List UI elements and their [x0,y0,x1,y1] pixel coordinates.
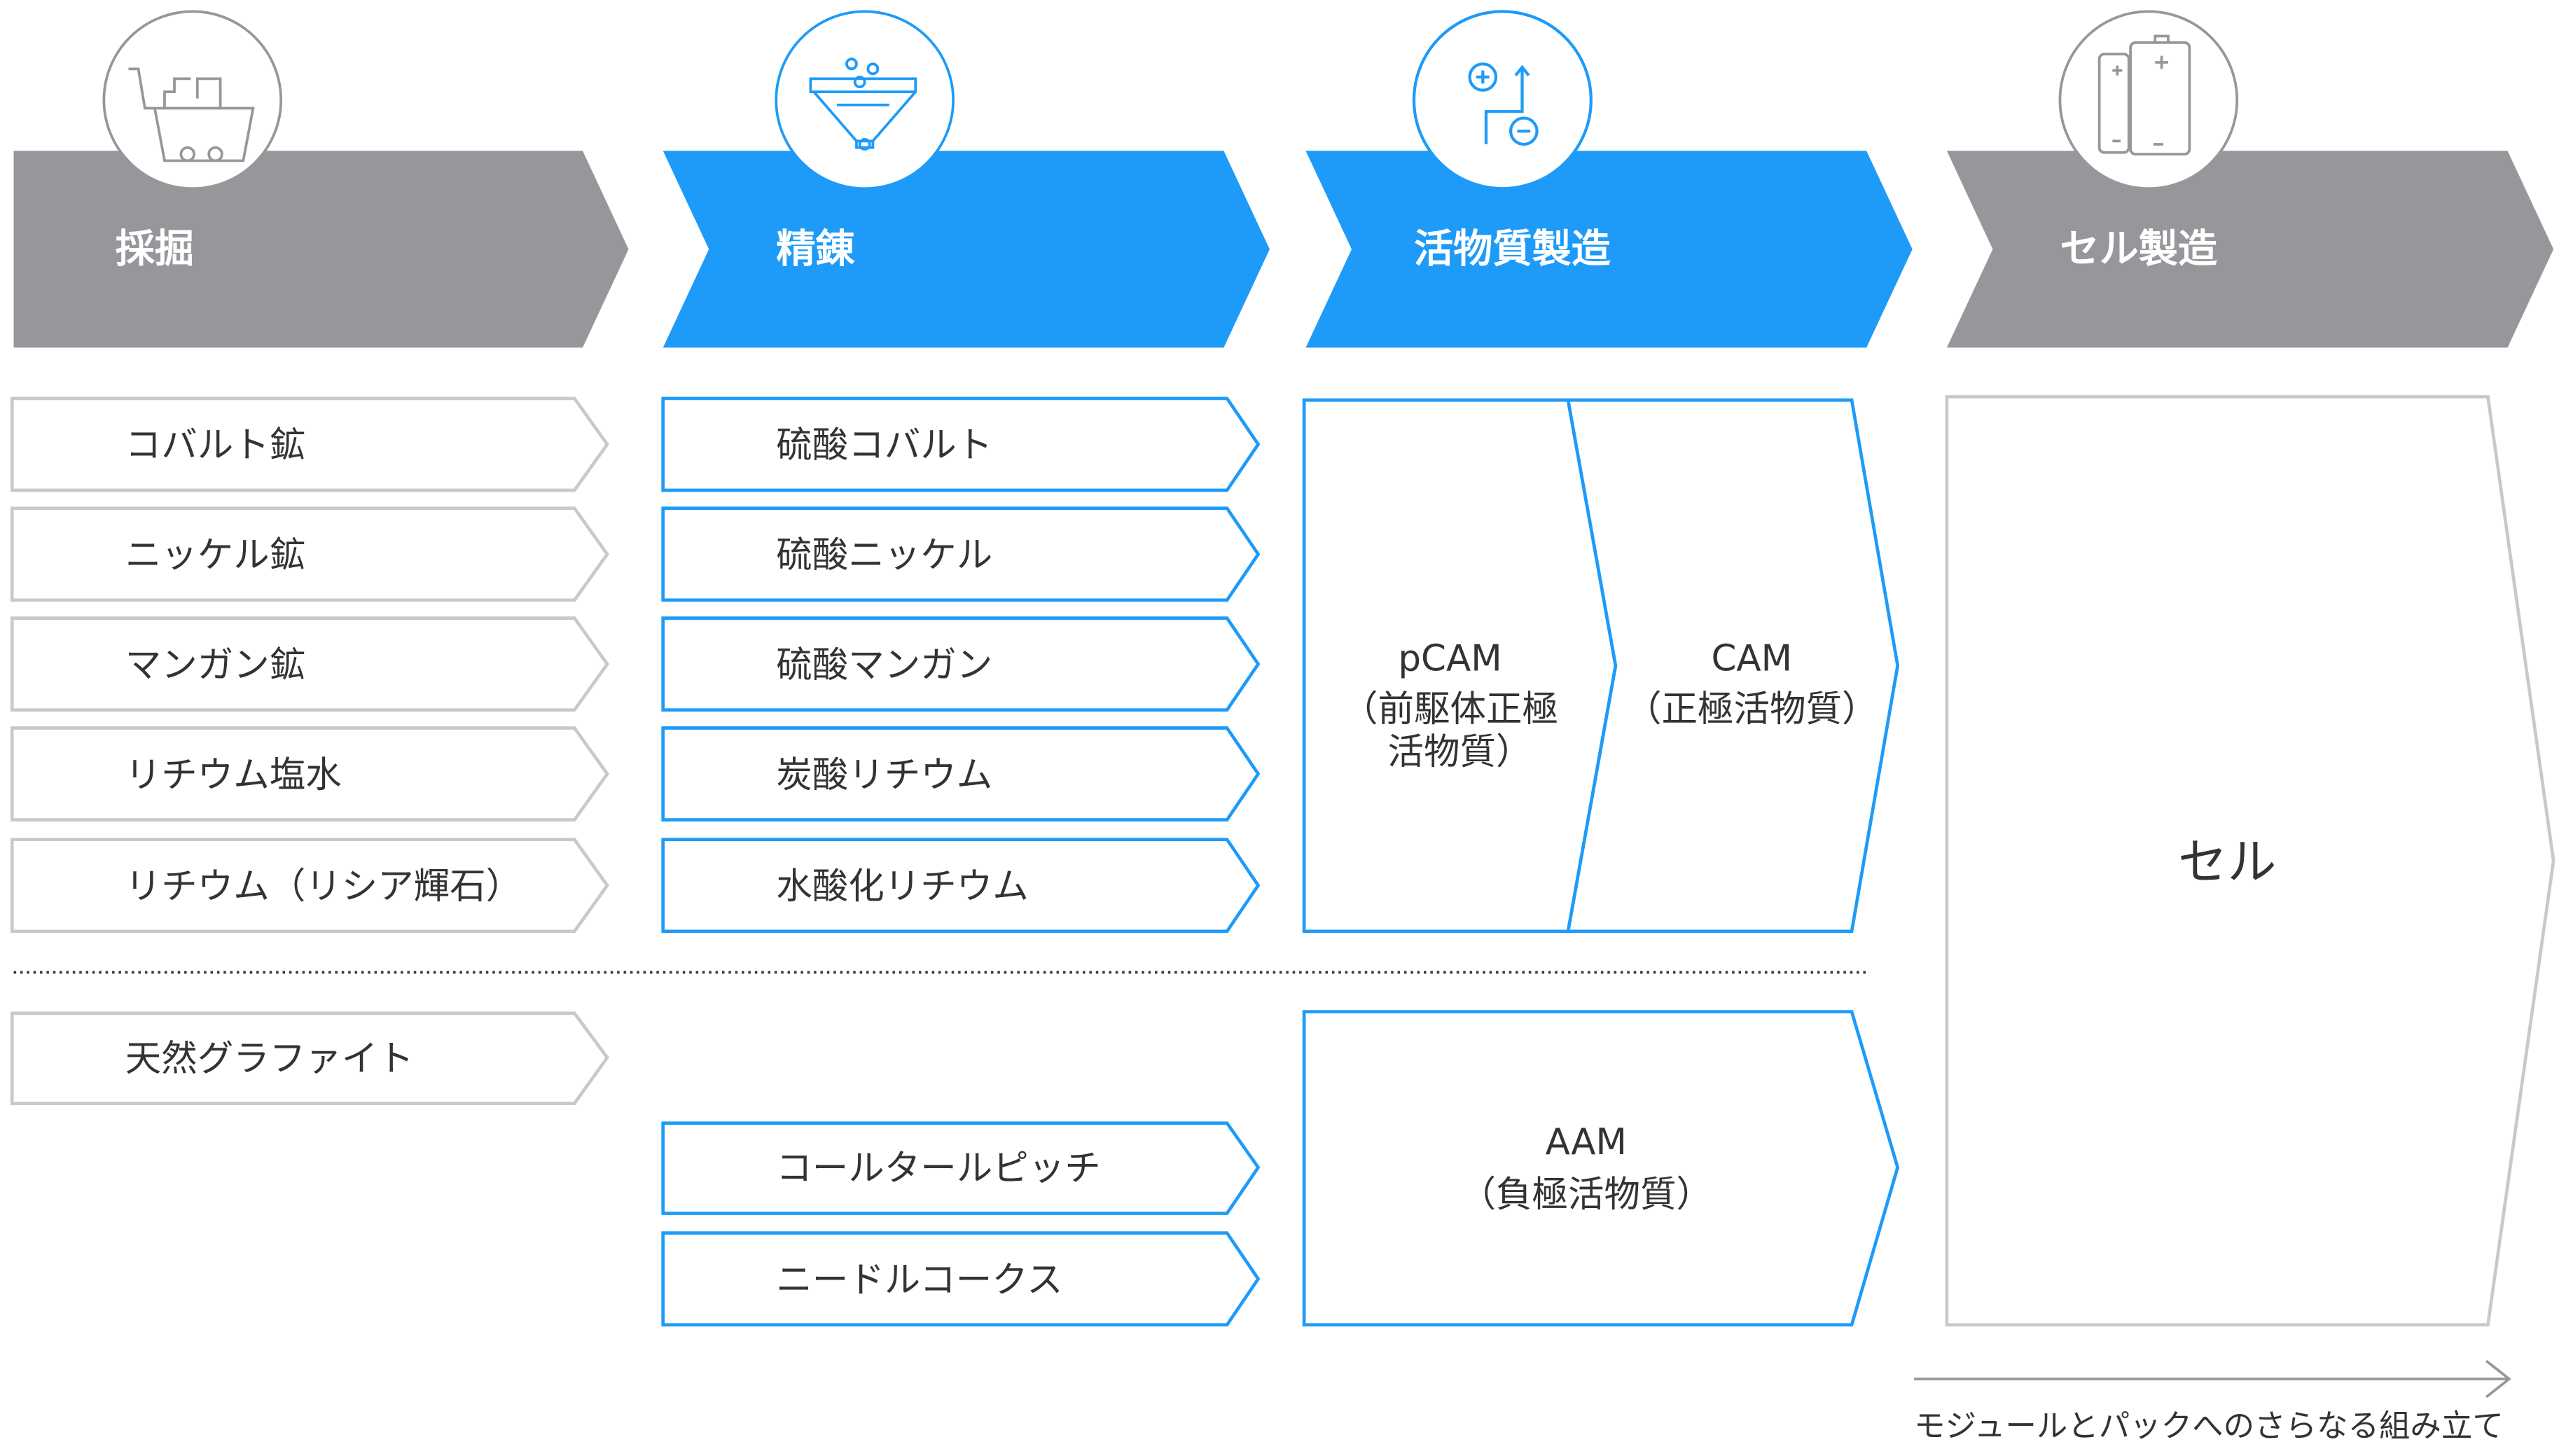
mining-item-cobalt: コバルト鉱 [125,424,306,466]
refining-item-lithium-hydroxide: 水酸化リチウム [776,866,1029,908]
mining-cart-icon [102,10,283,190]
stage-refining-label: 精錬 [776,227,855,272]
cell-box [1945,395,2555,1327]
stage-active-material-label: 活物質製造 [1414,227,1611,272]
mining-items: コバルト鉱 ニッケル鉱 マンガン鉱 リチウム塩水 リチウム（リシア輝石） 天然グ… [10,396,609,1105]
refining-funnel-icon [775,10,955,190]
stage-cell-chevron [1946,151,2554,348]
mining-item-graphite: 天然グラファイト [125,1038,414,1080]
stage-mining-chevron [13,151,629,348]
pcam-desc-2: 活物質） [1388,731,1532,773]
pcam-title: pCAM [1398,638,1502,680]
refining-item-coal-tar-pitch: コールタールピッチ [776,1148,1101,1190]
refining-item-nickel-sulfate: 硫酸ニッケル [776,534,992,576]
refining-item-lithium-carbonate: 炭酸リチウム [776,754,992,796]
active-material-boxes: pCAM （前駆体正極 活物質） CAM （正極活物質） AAM （負極活物質） [1302,398,1900,1327]
refining-item-manganese-sulfate: 硫酸マンガン [776,644,992,686]
aam-desc: （負極活物質） [1460,1174,1713,1216]
stage-active-material-chevron [1305,151,1913,348]
pcam-desc-1: （前駆体正極 [1342,688,1558,730]
stage-mining-label: 採掘 [116,227,194,272]
aam-title: AAM [1546,1121,1627,1163]
mining-item-spodumene: リチウム（リシア輝石） [125,866,522,908]
stage-refining-chevron [663,151,1270,348]
mining-item-lithium-brine: リチウム塩水 [125,754,342,796]
stage-cell-label: セル製造 [2060,227,2217,272]
charge-transfer-icon [1412,10,1593,190]
module-pack-caption: モジュールとパックへのさらなる組み立て [1914,1408,2504,1444]
module-pack-arrow [1914,1359,2511,1399]
mining-item-nickel: ニッケル鉱 [125,534,306,576]
cell-label: セル [2178,833,2276,891]
cam-desc: （正極活物質） [1625,688,1878,730]
refining-items: 硫酸コバルト 硫酸ニッケル 硫酸マンガン 炭酸リチウム 水酸化リチウム コールタ… [661,396,1261,1327]
cam-title: CAM [1711,638,1792,680]
refining-item-cobalt-sulfate: 硫酸コバルト [776,424,992,466]
refining-item-needle-coke: ニードルコークス [776,1259,1062,1301]
battery-icon [2058,10,2239,190]
mining-item-manganese: マンガン鉱 [125,644,306,686]
